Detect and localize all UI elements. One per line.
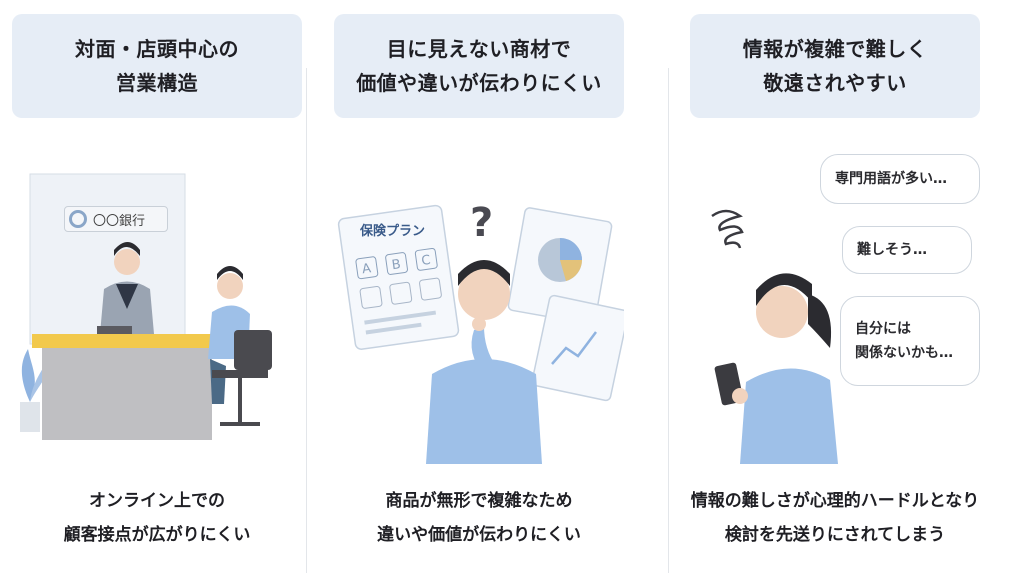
heading-line-2: 営業構造 — [116, 71, 198, 95]
bubble-text: 専門用語が多い… — [835, 171, 947, 187]
caption-line-1: 情報の難しさが心理的ハードルとなり — [690, 491, 980, 511]
heading-line-1: 目に見えない商材で — [386, 37, 572, 61]
caption-line-2: 検討を先送りにされてしまう — [724, 525, 946, 545]
thinking-scene-graphic: A B C ? — [337, 200, 629, 464]
plan-option-b: B — [391, 257, 402, 273]
divider-left — [306, 68, 307, 573]
plan-option-a: A — [361, 261, 372, 277]
heading-line-2: 敬遠されやすい — [763, 71, 907, 95]
thinking-man-illustration: A B C ? — [334, 134, 629, 464]
confusion-scribble-icon — [711, 209, 744, 249]
speech-bubble: 専門用語が多い… — [820, 154, 980, 204]
caption-line-1: 商品が無形で複雑なため — [385, 491, 573, 511]
speech-bubble: 自分には 関係ないかも… — [840, 296, 980, 386]
bubble-text: 難しそう… — [857, 242, 927, 258]
confused-woman-illustration — [690, 134, 980, 464]
question-mark-icon: ? — [470, 200, 493, 246]
panel-heading: 対面・店頭中心の 営業構造 — [12, 14, 302, 118]
woman-scene-graphic — [711, 209, 838, 464]
bank-counter-illustration: 〇〇銀行 — [12, 134, 302, 464]
caption-line-1: オンライン上での — [89, 491, 225, 511]
panel-intangible-product: 目に見えない商材で 価値や違いが伝わりにくい A B C — [334, 14, 629, 574]
bubble-text: 関係ないかも… — [855, 345, 953, 361]
bank-scene-graphic — [20, 173, 272, 440]
plan-option-c: C — [420, 253, 431, 269]
speech-bubble: 難しそう… — [842, 226, 972, 274]
heading-line-1: 対面・店頭中心の — [75, 37, 239, 61]
heading-line-1: 情報が複雑で難しく — [742, 37, 928, 61]
heading-line-2: 価値や違いが伝わりにくい — [356, 71, 602, 95]
panel-heading: 情報が複雑で難しく 敬遠されやすい — [690, 14, 980, 118]
bank-logo-icon — [69, 210, 87, 228]
divider-right — [668, 68, 669, 573]
bank-sign: 〇〇銀行 — [64, 206, 168, 232]
plan-title: 保険プラン — [360, 224, 426, 239]
panel-caption: 商品が無形で複雑なため 違いや価値が伝わりにくい — [334, 484, 624, 552]
caption-line-2: 顧客接点が広がりにくい — [63, 525, 251, 545]
caption-line-2: 違いや価値が伝わりにくい — [377, 525, 581, 545]
panel-caption: オンライン上での 顧客接点が広がりにくい — [12, 484, 302, 552]
panel-complex-information: 情報が複雑で難しく 敬遠されやすい 専門用語が多い… 難しそう… 自分には 関係… — [690, 14, 980, 574]
panel-counter-sales: 対面・店頭中心の 営業構造 — [12, 14, 302, 574]
bubble-text: 自分には — [855, 321, 911, 337]
panel-heading: 目に見えない商材で 価値や違いが伝わりにくい — [334, 14, 624, 118]
bank-sign-label: 〇〇銀行 — [93, 213, 146, 229]
panel-caption: 情報の難しさが心理的ハードルとなり 検討を先送りにされてしまう — [690, 484, 980, 552]
